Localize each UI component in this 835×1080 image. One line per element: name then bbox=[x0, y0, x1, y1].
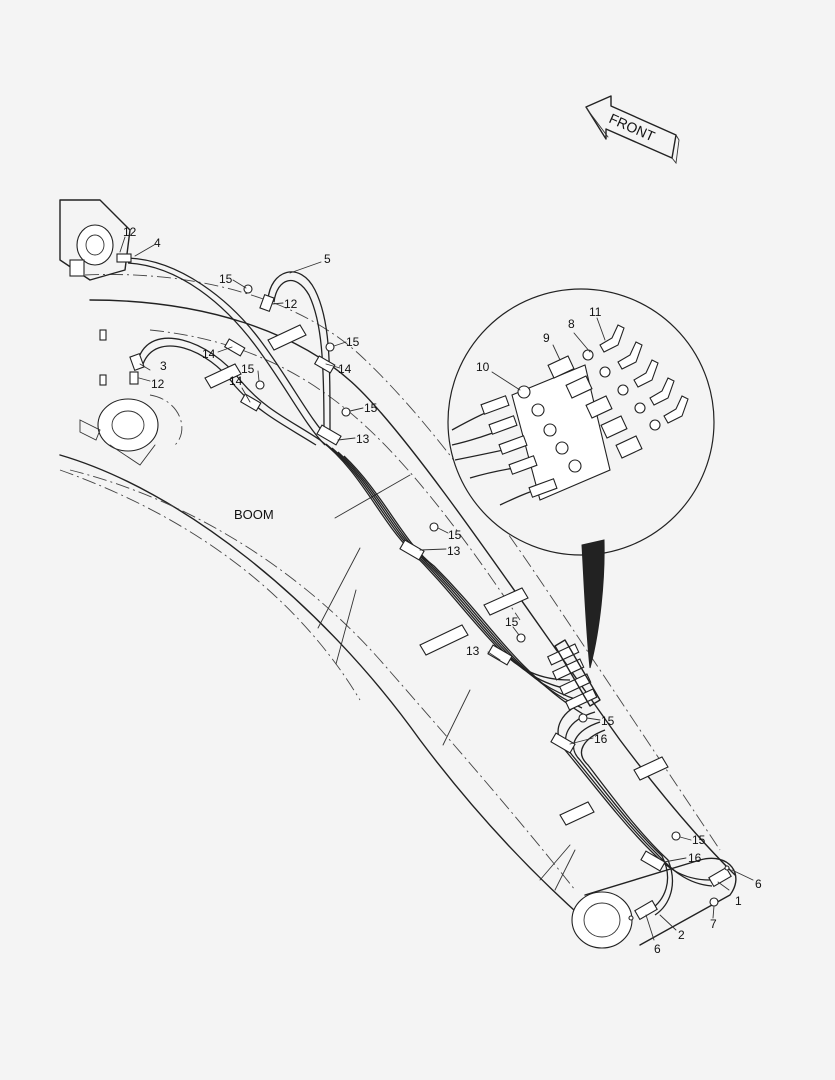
callout-11: 11 bbox=[589, 305, 602, 319]
callout-15d: 15 bbox=[364, 401, 378, 415]
callout-15a: 15 bbox=[219, 272, 233, 286]
callout-15g: 15 bbox=[601, 714, 615, 728]
bolts bbox=[243, 284, 681, 841]
callout-14c: 14 bbox=[229, 374, 243, 388]
callout-15f: 15 bbox=[505, 615, 519, 629]
callout-15b: 15 bbox=[346, 335, 360, 349]
foot-fittings bbox=[628, 865, 732, 921]
callout-1: 1 bbox=[735, 894, 742, 908]
callout-15e: 15 bbox=[448, 528, 462, 542]
callout-10: 10 bbox=[476, 360, 490, 374]
upper-fittings bbox=[116, 253, 275, 385]
callout-6b: 6 bbox=[654, 942, 661, 956]
callout-6a: 6 bbox=[755, 877, 762, 891]
callout-12a: 12 bbox=[123, 225, 137, 239]
callout-13a: 13 bbox=[356, 432, 370, 446]
callout-13b: 13 bbox=[447, 544, 461, 558]
clamps bbox=[204, 324, 669, 872]
callout-12b: 12 bbox=[284, 297, 298, 311]
callout-2: 2 bbox=[678, 928, 685, 942]
callout-13c: 13 bbox=[466, 644, 480, 658]
callout-15c: 15 bbox=[241, 362, 255, 376]
leader-lines bbox=[119, 236, 754, 941]
hose-bundle bbox=[127, 257, 713, 916]
callout-16a: 16 bbox=[594, 732, 608, 746]
valve-fittings bbox=[546, 639, 601, 711]
callout-14a: 14 bbox=[202, 347, 216, 361]
callout-9: 9 bbox=[543, 331, 550, 345]
callout-8: 8 bbox=[568, 317, 575, 331]
callout-15h: 15 bbox=[692, 833, 706, 847]
callout-12c: 12 bbox=[151, 377, 165, 391]
detail-view bbox=[447, 288, 715, 669]
boom-label: BOOM bbox=[234, 507, 274, 522]
callout-5: 5 bbox=[324, 252, 331, 266]
callout-16b: 16 bbox=[688, 851, 702, 865]
callout-3: 3 bbox=[160, 359, 167, 373]
callouts: 1 2 3 4 5 6 6 7 8 9 10 11 12 12 12 13 13… bbox=[123, 225, 762, 956]
callout-14b: 14 bbox=[338, 362, 352, 376]
front-arrow-icon: FRONT bbox=[585, 95, 680, 165]
callout-7: 7 bbox=[710, 917, 717, 931]
callout-4: 4 bbox=[154, 236, 161, 250]
